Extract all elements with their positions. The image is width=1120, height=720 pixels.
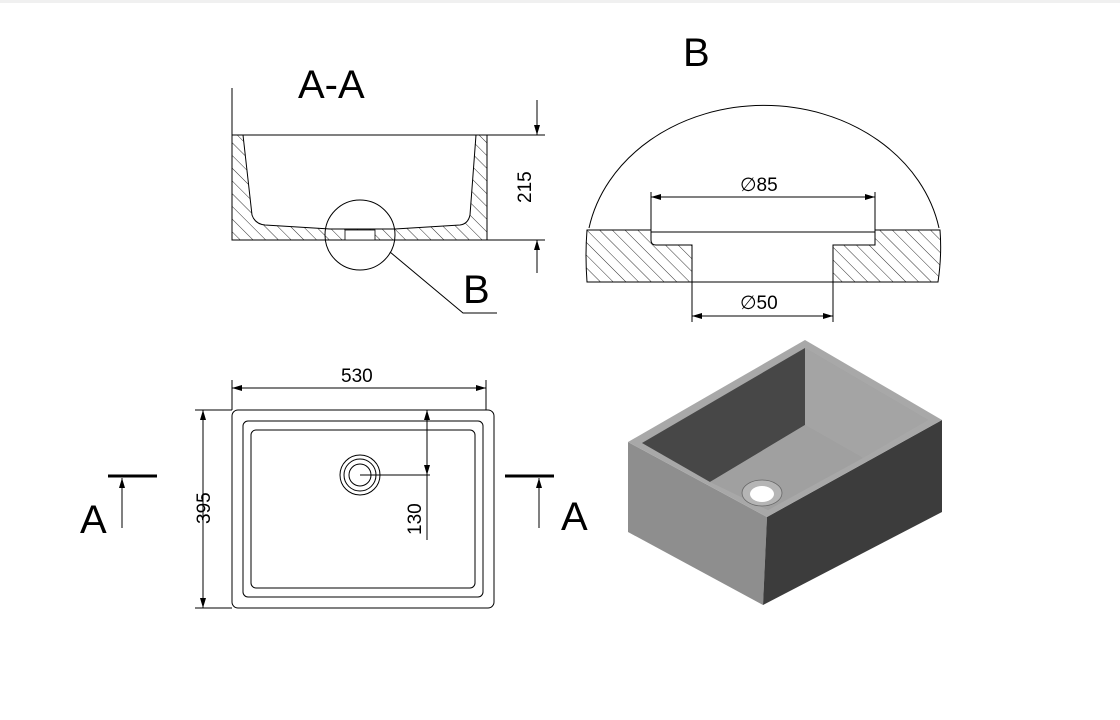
plan-view: 530 395 130 A A	[80, 366, 588, 609]
section-view-a-a: A-A 215 B	[231, 63, 545, 314]
detail-title: B	[683, 31, 710, 75]
section-mark-right-label: A	[561, 495, 588, 539]
detail-circle	[324, 199, 396, 271]
basin-outline	[250, 429, 476, 589]
drain-section	[344, 229, 376, 241]
detail-callout-label: B	[463, 268, 490, 312]
drain-offset-dim: 130	[405, 503, 426, 535]
depth-dim: 395	[194, 492, 215, 524]
sink-cross-section	[231, 134, 488, 241]
section-mark-left-label: A	[80, 498, 107, 542]
detail-view-b: B ∅85 ∅50	[585, 31, 942, 322]
section-title: A-A	[298, 63, 365, 107]
width-dim: 530	[341, 366, 373, 387]
top-bar	[0, 0, 1120, 3]
outer-diameter-dim: ∅85	[740, 175, 778, 196]
isometric-sink-render	[628, 340, 942, 605]
inner-diameter-dim: ∅50	[740, 293, 778, 314]
sink-outline	[231, 409, 495, 609]
height-dim: 215	[515, 171, 536, 203]
